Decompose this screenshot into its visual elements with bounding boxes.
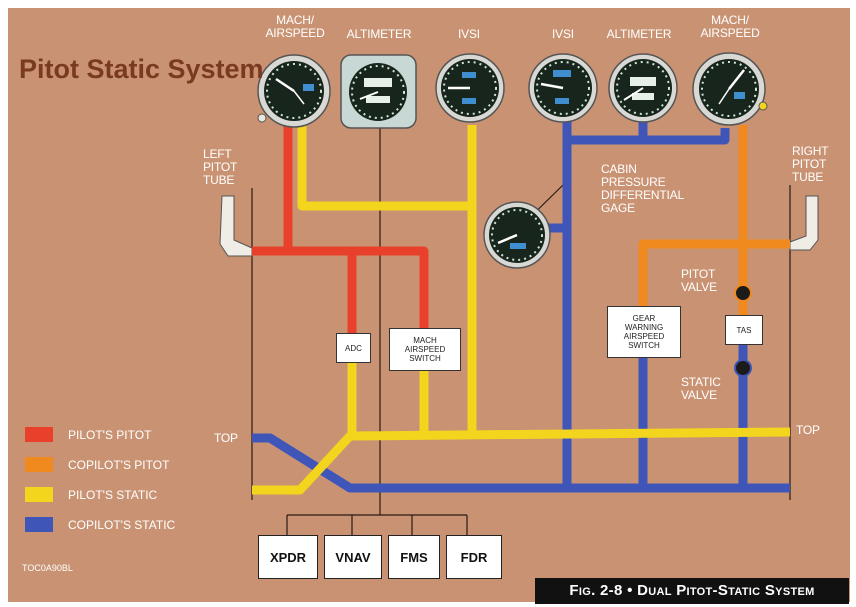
right-mach-label: MACH/ AIRSPEED [700,13,760,40]
copilot-static-lines [252,118,790,493]
fms-box[interactable]: FMS [388,535,440,579]
pilot-static-lines [252,120,791,495]
doc-code: TOC0A90BL [22,563,73,573]
pitot-valve-icon[interactable] [734,284,752,302]
xpdr-box[interactable]: XPDR [258,535,318,579]
adc-box[interactable]: ADC [336,333,371,363]
left-pitot-tube-label: LEFT PITOT TUBE [203,147,238,187]
left-altimeter-label: ALTIMETER [346,27,412,41]
fdr-label: FDR [460,549,488,565]
title-text: Pitot Static System [19,54,264,84]
legend-swatch-copilot-static [25,517,53,532]
top-right-label: TOP [796,423,820,437]
right-ivsi-gauge-icon [528,53,598,123]
vnav-label: VNAV [335,549,371,565]
mach-airspeed-switch-box[interactable]: MACH AIRSPEED SWITCH [389,328,461,371]
adc-label: ADC [345,343,362,353]
left-mach-label: MACH/ AIRSPEED [265,13,325,40]
legend-label-copilot-static: COPILOT'S STATIC [68,518,176,532]
page-title: Pitot Static System [19,54,264,84]
right-ivsi-label: IVSI [552,27,574,41]
fdr-box[interactable]: FDR [446,535,502,579]
pitot-valve-label: PITOT VALVE [681,267,717,294]
left-altimeter-gauge-icon [340,54,417,129]
tas-box[interactable]: TAS [725,315,763,345]
gear-warning-switch-box[interactable]: GEAR WARNING AIRSPEED SWITCH [607,306,681,358]
right-altimeter-label: ALTIMETER [606,27,672,41]
tas-label: TAS [736,325,752,335]
gear-switch-label: GEAR WARNING AIRSPEED SWITCH [623,314,665,350]
legend-swatch-copilot-pitot [25,457,53,472]
xpdr-label: XPDR [269,549,307,565]
figure-caption: Fig. 2-8 • Dual Pitot-Static System [535,578,849,604]
left-ivsi-gauge-icon [435,53,505,123]
right-altimeter-gauge-icon [608,53,678,123]
legend-label-pilot-pitot: PILOT'S PITOT [68,428,152,442]
right-pitot-tube [789,195,819,251]
left-mach-airspeed-gauge-icon [257,54,331,128]
legend-swatch-pilot-static [25,487,53,502]
static-valve-label: STATIC VALVE [681,375,721,402]
vnav-box[interactable]: VNAV [324,535,382,579]
legend-label-copilot-pitot: COPILOT'S PITOT [68,458,170,472]
legend-label-pilot-static: PILOT'S STATIC [68,488,158,502]
right-mach-airspeed-gauge-icon [692,52,768,126]
left-ivsi-label: IVSI [458,27,480,41]
legend-swatch-pilot-pitot [25,427,53,442]
cabin-gage-label: CABIN PRESSURE DIFFERENTIAL GAGE [601,162,684,215]
frame-lines [251,128,791,535]
static-valve-icon[interactable] [734,359,752,377]
pilot-pitot-lines [252,125,429,335]
right-pitot-tube-label: RIGHT PITOT TUBE [792,144,829,184]
top-left-label: TOP [214,431,238,445]
fms-label: FMS [400,549,428,565]
cabin-pressure-gauge-icon [483,201,551,269]
mach-switch-label: MACH AIRSPEED SWITCH [404,336,446,363]
